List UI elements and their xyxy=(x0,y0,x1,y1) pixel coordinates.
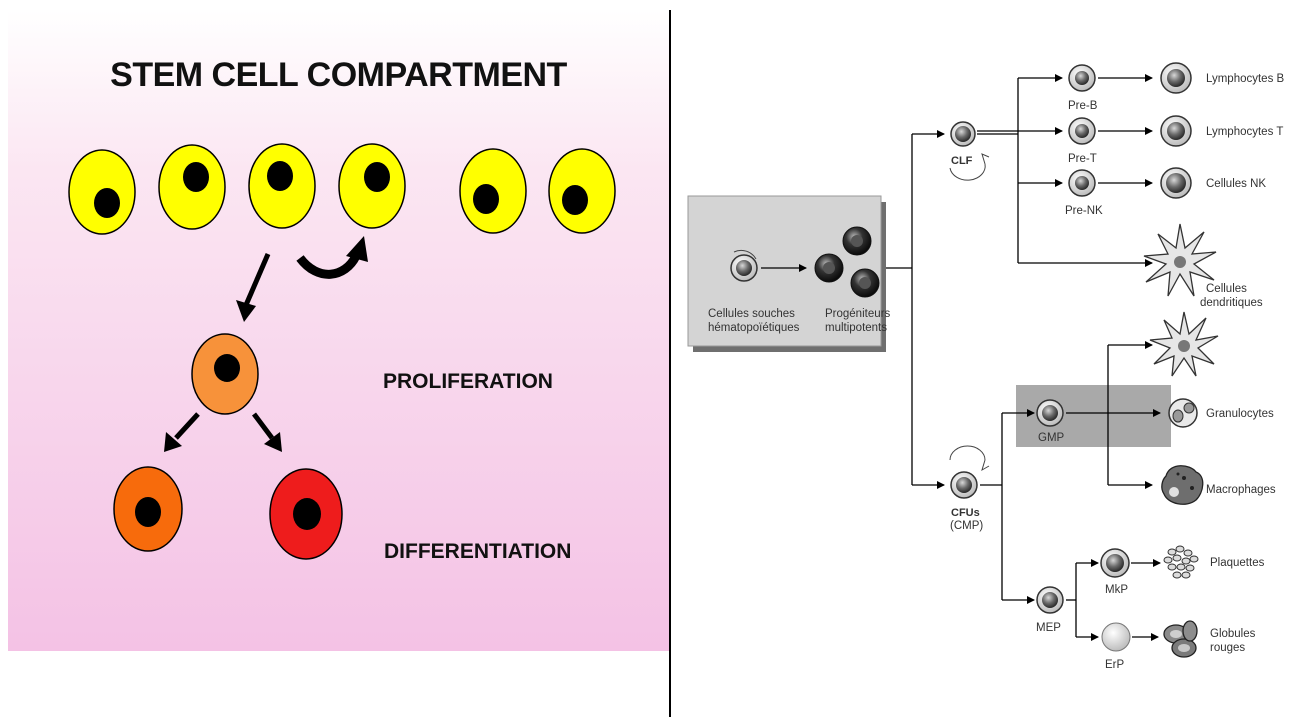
dendritic-cell-myeloid xyxy=(1149,311,1219,377)
clf-cell xyxy=(949,121,990,181)
stem-cell-2 xyxy=(158,144,226,230)
stem-cell-compartment-panel xyxy=(8,10,669,651)
gmp-branch-lines xyxy=(1066,345,1109,485)
gmp-cell xyxy=(1036,399,1064,427)
label-cmp: (CMP) xyxy=(950,520,983,532)
label-erp: ErP xyxy=(1105,659,1125,671)
label-pre-b: Pre-B xyxy=(1068,100,1098,112)
self-renewal-arrow xyxy=(296,236,368,279)
progenitor-cell xyxy=(191,333,259,415)
label-lymphocytes-t: Lymphocytes T xyxy=(1206,126,1283,138)
pre-t-cell xyxy=(1068,117,1096,145)
myeloid-branch-lines xyxy=(980,413,1003,600)
proliferation-label: PROLIFERATION xyxy=(383,370,553,393)
label-pre-t: Pre-T xyxy=(1068,153,1097,165)
label-gmp: GMP xyxy=(1038,432,1065,444)
label-multipotents: multipotents xyxy=(825,322,887,334)
label-rouges: rouges xyxy=(1210,642,1245,654)
stem-progenitor-box xyxy=(687,195,882,347)
multipotent-progenitors xyxy=(814,226,880,298)
main-branch-lines xyxy=(886,134,913,485)
stem-cell-compartment-title: STEM CELL COMPARTMENT xyxy=(110,56,567,94)
label-cellules-dendritiques-1: Cellules xyxy=(1206,283,1247,295)
mep-branch-lines xyxy=(1066,563,1077,637)
granulocyte-cell xyxy=(1168,398,1198,428)
differentiated-red-cell xyxy=(269,468,343,560)
arrow-to-red-cell xyxy=(252,412,282,452)
stem-cell-4 xyxy=(338,143,406,229)
label-lymphocytes-b: Lymphocytes B xyxy=(1206,73,1285,85)
mkp-cell xyxy=(1100,548,1130,578)
stem-cell-6 xyxy=(548,148,616,234)
label-progeniteurs: Progéniteurs xyxy=(825,308,890,320)
red-blood-cells xyxy=(1163,620,1198,658)
macrophage-cell xyxy=(1161,465,1204,505)
label-pre-nk: Pre-NK xyxy=(1065,205,1103,217)
arrow-to-orange-cell xyxy=(164,412,200,452)
nk-cell xyxy=(1160,167,1192,199)
dendritic-cell-lymphoid xyxy=(1143,223,1217,297)
pre-b-cell xyxy=(1068,64,1096,92)
lymphocyte-t-cell xyxy=(1160,115,1192,147)
label-plaquettes: Plaquettes xyxy=(1210,557,1265,569)
label-globules: Globules xyxy=(1210,628,1256,640)
pre-nk-cell xyxy=(1068,169,1096,197)
mep-cell xyxy=(1036,586,1064,614)
stem-cell-1 xyxy=(68,149,136,235)
cfus-cell xyxy=(949,445,990,499)
erp-cell xyxy=(1101,622,1131,652)
label-cellules-souches: Cellules souches xyxy=(708,308,795,320)
hematopoiesis-diagram: Cellules souches hématopoïétiques Progén… xyxy=(687,62,1285,671)
hematopoietic-stem-cell xyxy=(730,249,758,282)
label-cellules-dendritiques-2: dendritiques xyxy=(1200,297,1263,309)
label-mkp: MkP xyxy=(1105,584,1128,596)
lymphoid-branch-lines xyxy=(977,78,1019,263)
label-macrophages: Macrophages xyxy=(1206,484,1276,496)
label-hematopoietiques: hématopoïétiques xyxy=(708,322,800,334)
platelets-cluster xyxy=(1163,545,1199,579)
label-cellules-nk: Cellules NK xyxy=(1206,178,1266,190)
label-granulocytes: Granulocytes xyxy=(1206,408,1274,420)
differentiated-orange-cell xyxy=(113,466,183,552)
stem-cell-3 xyxy=(248,143,316,229)
arrow-to-progenitor xyxy=(236,253,271,322)
stem-cell-5 xyxy=(459,148,527,234)
label-clf: CLF xyxy=(951,155,973,167)
panel-divider xyxy=(669,10,671,717)
label-cfus: CFUs xyxy=(951,507,980,519)
lymphocyte-b-cell xyxy=(1160,62,1192,94)
differentiation-label: DIFFERENTIATION xyxy=(384,540,572,563)
stem-cell-diagram xyxy=(68,143,616,560)
label-mep: MEP xyxy=(1036,622,1061,634)
